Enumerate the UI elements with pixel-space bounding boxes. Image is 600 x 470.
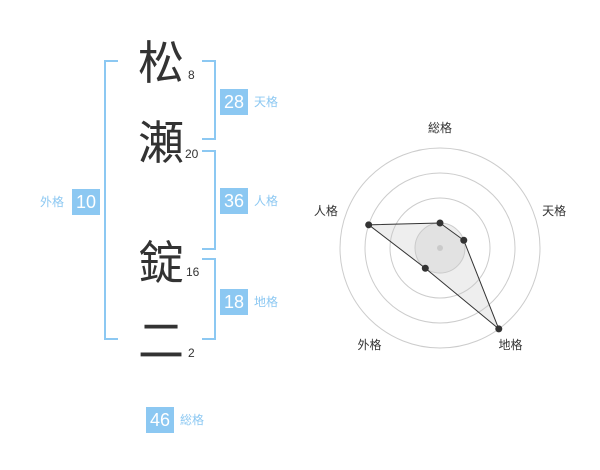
stroke-count-2: 20 xyxy=(185,147,199,161)
name-char-3: 錠 xyxy=(138,236,184,290)
jinkaku-score: 36 xyxy=(220,188,248,214)
radar-point-1 xyxy=(460,236,468,244)
radar-point-3 xyxy=(421,264,429,272)
radar-axis-label-2: 地格 xyxy=(499,337,523,352)
radar-axis-label-0: 総格 xyxy=(428,120,452,135)
radar-center xyxy=(437,245,443,251)
tenkaku-label: 天格 xyxy=(254,95,279,109)
stroke-count-4: 2 xyxy=(188,346,195,360)
radar-point-2 xyxy=(495,325,503,333)
stroke-count-3: 16 xyxy=(186,265,200,279)
radar-point-0 xyxy=(436,219,444,227)
radar-ring-2 xyxy=(389,197,491,299)
tenkaku-score: 28 xyxy=(220,89,248,115)
jinkaku-label: 人格 xyxy=(254,194,279,208)
soukaku-score: 46 xyxy=(146,407,174,433)
soukaku-label: 総格 xyxy=(180,413,205,427)
radar-axis-label-4: 人格 xyxy=(314,203,338,218)
name-char-2: 瀬 xyxy=(138,116,184,170)
chikaku-bracket xyxy=(202,258,216,340)
radar-point-4 xyxy=(365,221,373,229)
stroke-count-1: 8 xyxy=(188,68,195,82)
radar-axis-label-3: 外格 xyxy=(357,337,381,352)
chikaku-label: 地格 xyxy=(254,295,279,309)
gaikaku-bracket xyxy=(104,60,118,340)
chikaku-score: 18 xyxy=(220,289,248,315)
radar-axis-label-1: 天格 xyxy=(542,203,566,218)
name-char-1: 松 xyxy=(138,36,184,90)
gaikaku-label: 外格 xyxy=(40,195,65,209)
radar-area xyxy=(367,222,500,330)
tenkaku-bracket xyxy=(202,60,216,140)
name-char-4: 二 xyxy=(138,314,184,368)
jinkaku-bracket xyxy=(202,150,216,250)
radar-ring-4 xyxy=(339,147,541,349)
radar-ring-3 xyxy=(364,172,516,324)
gaikaku-score: 10 xyxy=(72,189,100,215)
